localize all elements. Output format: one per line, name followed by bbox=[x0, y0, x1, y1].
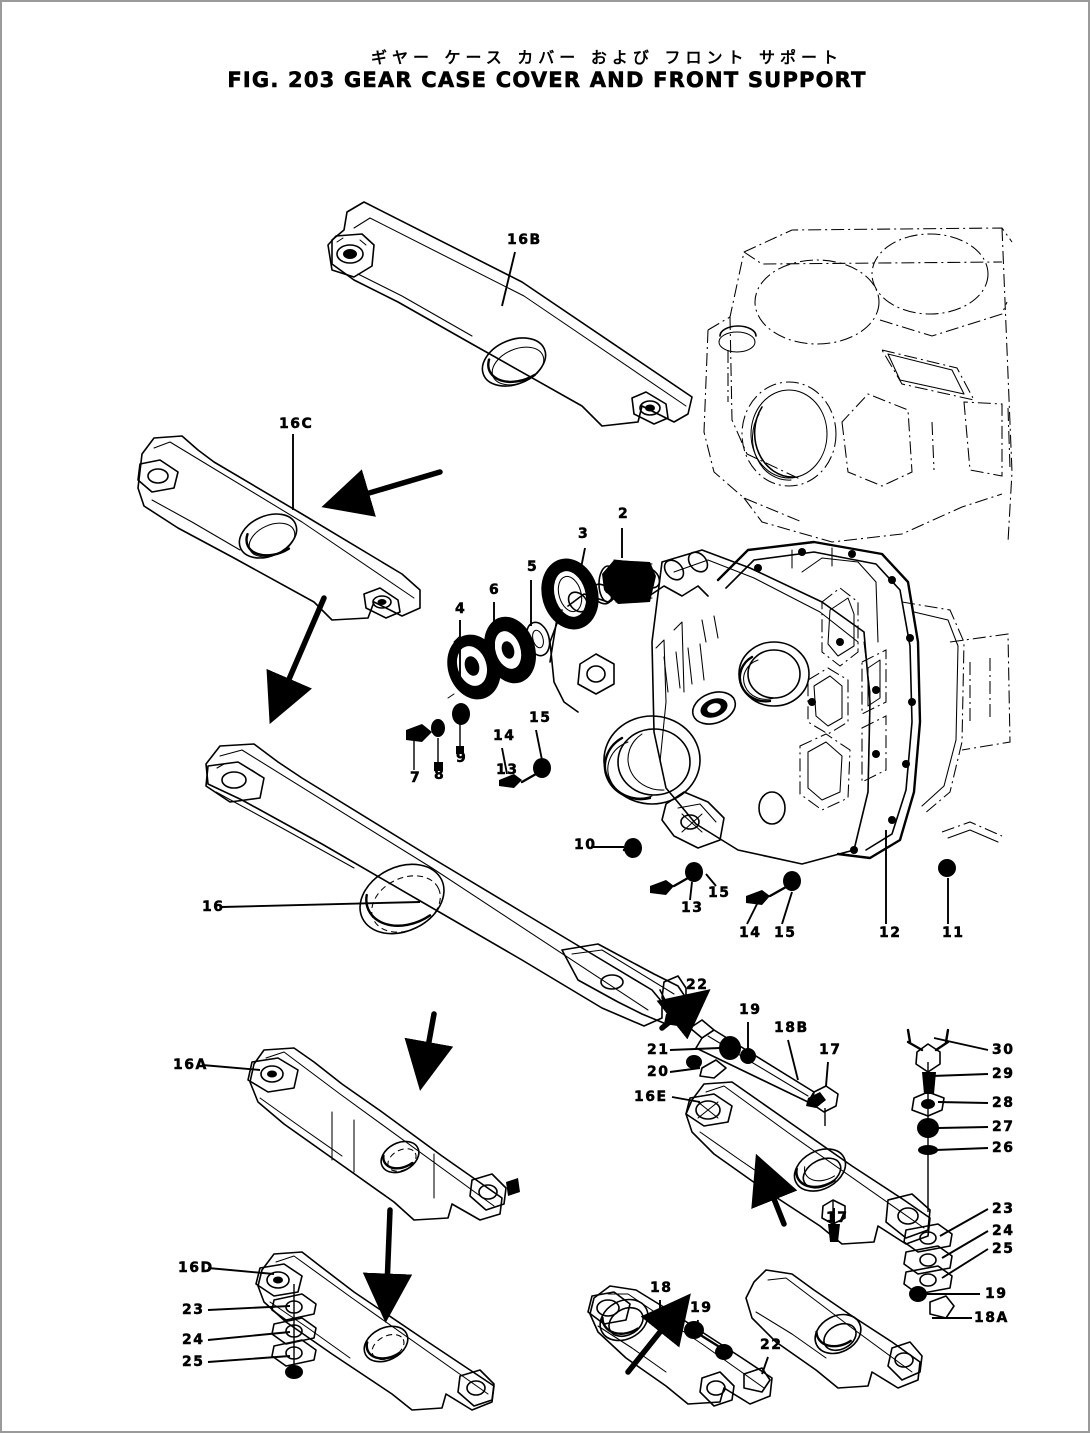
callout-21: 21 bbox=[647, 1042, 670, 1058]
bolt-11 bbox=[938, 859, 956, 877]
callout-18: 18 bbox=[650, 1280, 673, 1296]
front-support-16D bbox=[255, 1251, 495, 1411]
bolt-21 bbox=[719, 1036, 741, 1060]
bolt-10 bbox=[622, 838, 642, 858]
callout-14-b: 14 bbox=[739, 925, 762, 941]
callout-16A: 16A bbox=[173, 1057, 208, 1073]
arrow-16C-to-16 bbox=[266, 595, 327, 725]
callout-25-l: 25 bbox=[182, 1354, 205, 1370]
callout-2: 2 bbox=[618, 506, 630, 522]
callout-30: 30 bbox=[992, 1042, 1015, 1058]
washer-19 bbox=[740, 1048, 756, 1064]
callout-12: 12 bbox=[879, 925, 902, 941]
stud-assembly-26-30 bbox=[906, 1028, 950, 1212]
callout-9: 9 bbox=[456, 750, 468, 766]
callout-16D: 16D bbox=[178, 1260, 214, 1276]
callout-11: 11 bbox=[942, 925, 965, 941]
callout-17-a: 17 bbox=[819, 1042, 842, 1058]
arrow-18-to-16E bbox=[751, 1153, 798, 1227]
nut-22 bbox=[743, 1367, 771, 1393]
bolt-13-14-15-center bbox=[499, 758, 551, 788]
nut-20 bbox=[699, 1059, 727, 1079]
callout-20: 20 bbox=[647, 1064, 670, 1080]
assembly-arrows bbox=[266, 469, 798, 1375]
callout-22-a: 22 bbox=[686, 977, 709, 993]
washer-stack-right bbox=[903, 1223, 953, 1295]
callout-19-b: 19 bbox=[690, 1300, 713, 1316]
engine-front-face-detail bbox=[799, 557, 1011, 843]
callout-27: 27 bbox=[992, 1119, 1015, 1135]
callout-16: 16 bbox=[202, 899, 225, 915]
callout-13-b: 13 bbox=[681, 900, 704, 916]
callout-24-r: 24 bbox=[992, 1223, 1015, 1239]
callout-3: 3 bbox=[578, 526, 590, 542]
front-support-16B bbox=[327, 201, 693, 427]
bolt-14-15-bottom bbox=[746, 871, 801, 905]
callout-14-a: 14 bbox=[493, 728, 516, 744]
callout-15-a: 15 bbox=[529, 710, 552, 726]
callout-28: 28 bbox=[992, 1095, 1015, 1111]
gasket-12 bbox=[716, 540, 922, 860]
callout-23-r: 23 bbox=[992, 1201, 1015, 1217]
arrow-16-to-16A bbox=[404, 1011, 454, 1091]
bolt-17-right bbox=[821, 1199, 846, 1242]
callout-16E: 16E bbox=[634, 1089, 668, 1105]
gasket-holes bbox=[754, 548, 916, 854]
title-block: ギヤー ケース カバー および フロント サポート FIG. 203 GEAR … bbox=[2, 48, 1090, 93]
cover-boss-row bbox=[567, 551, 709, 613]
callout-16C: 16C bbox=[279, 416, 314, 432]
arrow-18B-up bbox=[656, 989, 711, 1040]
part-5-washer bbox=[525, 621, 551, 657]
callout-15-c: 15 bbox=[774, 925, 797, 941]
callout-7: 7 bbox=[410, 770, 422, 786]
callout-26: 26 bbox=[992, 1140, 1015, 1156]
callout-24-l: 24 bbox=[182, 1332, 205, 1348]
callout-18B: 18B bbox=[774, 1020, 809, 1036]
gear-case-cover bbox=[549, 549, 871, 865]
callout-17-b: 17 bbox=[826, 1210, 849, 1226]
front-support-18A bbox=[745, 1269, 923, 1389]
callout-15-b: 15 bbox=[708, 885, 731, 901]
callout-16B: 16B bbox=[507, 232, 542, 248]
callout-6: 6 bbox=[489, 582, 501, 598]
front-support-16C bbox=[137, 435, 421, 621]
engine-block-phantom bbox=[703, 227, 1013, 543]
gear-and-bearing-parts bbox=[406, 558, 956, 905]
part-6-gear bbox=[484, 616, 536, 684]
front-support-16E bbox=[685, 1028, 955, 1319]
bolt-19-right bbox=[909, 1286, 955, 1319]
callout-10: 10 bbox=[574, 837, 597, 853]
callout-25-r: 25 bbox=[992, 1241, 1015, 1257]
washer-stack-left bbox=[271, 1284, 317, 1379]
callout-5: 5 bbox=[527, 559, 539, 575]
arrow-16A-to-16D bbox=[362, 1207, 413, 1323]
title-japanese: ギヤー ケース カバー および フロント サポート bbox=[370, 48, 844, 67]
callout-23-l: 23 bbox=[182, 1302, 205, 1318]
leader-lines bbox=[201, 251, 989, 1375]
bolt-13-15-lower bbox=[650, 862, 703, 895]
callout-22-b: 22 bbox=[760, 1337, 783, 1353]
callout-29: 29 bbox=[992, 1066, 1015, 1082]
callout-18A: 18A bbox=[974, 1310, 1009, 1326]
callout-4: 4 bbox=[455, 601, 467, 617]
callout-19-c: 19 bbox=[985, 1286, 1008, 1302]
arrow-16B-to-16C bbox=[321, 469, 443, 517]
bolt-7-8-9 bbox=[406, 703, 470, 771]
callout-13-a: 13 bbox=[496, 762, 519, 778]
title-english: FIG. 203 GEAR CASE COVER AND FRONT SUPPO… bbox=[227, 68, 867, 93]
callout-19-a: 19 bbox=[739, 1002, 762, 1018]
arrow-18-assembly bbox=[625, 1293, 691, 1375]
front-support-16A bbox=[247, 1047, 520, 1221]
callout-8: 8 bbox=[434, 767, 446, 783]
